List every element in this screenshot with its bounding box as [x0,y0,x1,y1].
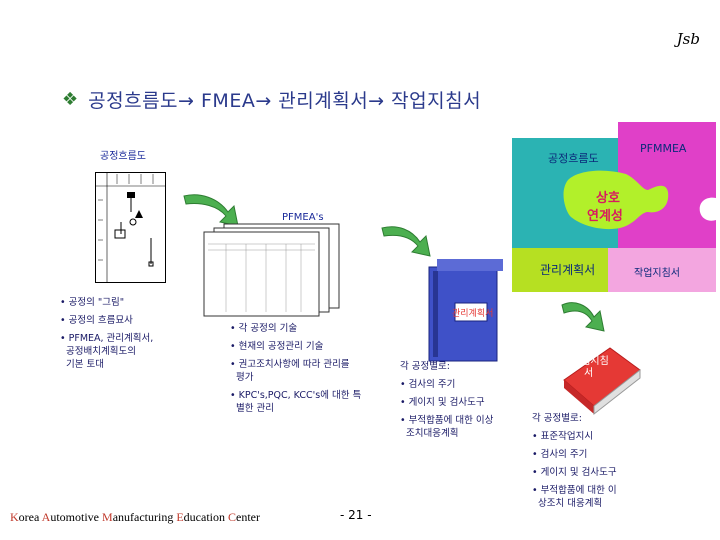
arrow-icon [381,226,431,257]
list-item: • 각 공정의 기술 [230,323,298,334]
pfmea-bullet-list: • 각 공정의 기술 • 현재의 공정관리 기술 • 권고조치사항에 따라 관리… [230,322,400,420]
list-item: • 검사의 주기 [532,449,588,460]
list-item: • KPC's,PQC, KCC's에 대한 특 [230,390,362,401]
book-label: 작업지침 서 [572,356,609,380]
puzzle-top-right-label: PFMMEA [640,142,687,155]
pfmea-label: PFMEA's [282,212,324,223]
list-item: • 표준작업지시 [532,431,594,442]
flow-bullet-list: • 공정의 "그림" • 공정의 흐름묘사 • PFMEA, 관리계획서, 공정… [60,296,190,376]
puzzle-center-line2: 연계성 [587,209,623,224]
org-cap: E [176,510,184,524]
list-item: • 게이지 및 검사도구 [400,397,485,408]
list-item: • 게이지 및 검사도구 [532,467,617,478]
list-item: 평가 [230,372,254,383]
org-rest: ducation [183,510,228,524]
list-item: 공정배치계획도의 [60,346,136,357]
list-item: • 부적합품에 대한 이상 [400,415,494,426]
arrow-icon [561,302,605,332]
list-item: • 검사의 주기 [400,379,456,390]
puzzle-top-left-label: 공정흐름도 [548,152,599,165]
list-item: 조치대응계획 [400,428,459,439]
list-item: • 공정의 "그림" [60,297,125,308]
flow-label: 공정흐름도 [100,151,146,162]
brand-logo: Jsb [676,30,700,48]
flowchart-sheet-illustration [95,172,166,283]
book-label-line1: 작업지침 [572,356,609,367]
puzzle-bottom-right-label: 작업지침서 [634,268,680,279]
list-item: 기본 토대 [60,359,105,370]
binder-bullet-list: 각 공정별로: • 검사의 주기 • 게이지 및 검사도구 • 부적합품에 대한… [400,360,550,445]
list-item: • 권고조치사항에 따라 관리를 [230,359,350,370]
binder-illustration [428,259,503,362]
list-item: 각 공정별로: [400,361,450,372]
list-item: 각 공정별로: [532,413,582,424]
pfmea-sheets-illustration [203,223,340,317]
binder-label: 관리계획서 [452,309,494,319]
slide-title: ❖ 공정흐름도→ FMEA→ 관리계획서→ 작업지침서 [62,86,481,113]
org-rest: enter [236,510,260,524]
list-item: 별한 관리 [230,403,275,414]
list-item: 상조치 대응계획 [532,498,603,509]
page-number: - 21 - [340,508,372,522]
org-cap: A [41,510,51,524]
org-cap: M [102,510,113,524]
book-bullet-list: 각 공정별로: • 표준작업지시 • 검사의 주기 • 게이지 및 검사도구 •… [532,412,712,515]
book-label-line2: 서 [584,368,594,379]
diamond-bullet-icon: ❖ [62,88,79,110]
puzzle-illustration [512,122,716,292]
org-rest: utomotive [50,510,103,524]
org-cap: C [228,510,237,524]
org-rest: orea [18,510,42,524]
puzzle-center-line1: 상호 [596,191,620,206]
book-illustration [563,347,641,416]
footer-organization: Korea Automotive Manufacturing Education… [10,510,260,525]
list-item: • 부적합품에 대한 이 [532,485,617,496]
title-text: 공정흐름도→ FMEA→ 관리계획서→ 작업지침서 [88,90,482,112]
list-item: • 공정의 흐름묘사 [60,315,133,326]
list-item: • 현재의 공정관리 기술 [230,341,324,352]
org-rest: anufacturing [112,510,177,524]
org-cap: K [10,510,19,524]
puzzle-bottom-left-label: 관리계획서 [540,263,596,277]
list-item: • PFMEA, 관리계획서, [60,333,154,344]
